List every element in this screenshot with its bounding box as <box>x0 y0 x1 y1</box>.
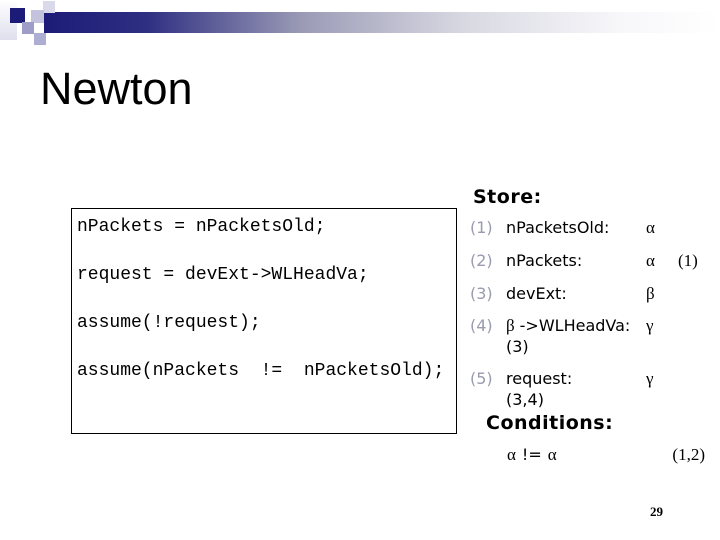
entry-value: α <box>646 218 655 237</box>
condition-row: α != α (1,2) <box>507 445 705 465</box>
store-entry: (4) β->WLHeadVa: γ (3) <box>470 316 720 356</box>
condition-lhs: α <box>507 445 516 464</box>
store-entry: (3) devExt: β <box>470 284 720 304</box>
decoration-square-navy <box>10 8 25 23</box>
decoration-square <box>43 1 55 13</box>
header-gradient-bar <box>44 12 720 33</box>
entry-number: (4) <box>470 316 493 335</box>
code-line: request = devExt->WLHeadVa; <box>77 265 369 285</box>
entry-name: nPacketsOld: <box>506 218 610 237</box>
conditions-heading: Conditions: <box>486 412 614 434</box>
entry-name: devExt: <box>506 284 567 303</box>
condition-expression: α != α <box>507 445 557 465</box>
entry-number: (3) <box>470 284 493 303</box>
entry-value: α <box>646 251 655 270</box>
entry-name: request: <box>506 369 573 388</box>
entry-sub-refs: (3) <box>506 337 529 356</box>
entry-sub-refs: (3,4) <box>506 390 544 409</box>
page-number: 29 <box>650 504 663 519</box>
entry-value: β <box>646 284 655 303</box>
store-heading: Store: <box>473 186 542 208</box>
entry-ref: (1) <box>678 251 698 270</box>
entry-name: β->WLHeadVa: <box>506 316 631 335</box>
decoration-square <box>22 22 34 34</box>
entry-number: (2) <box>470 251 493 270</box>
entry-value: γ <box>646 369 654 388</box>
entry-name: nPackets: <box>506 251 583 270</box>
entry-value: γ <box>646 316 654 335</box>
code-box: nPackets = nPacketsOld; request = devExt… <box>71 208 457 434</box>
decoration-square <box>31 10 44 23</box>
slide-title: Newton <box>40 63 193 114</box>
condition-rhs: α <box>547 445 557 464</box>
code-line: nPackets = nPacketsOld; <box>77 217 326 237</box>
store-entry: (5) request: γ (3,4) <box>470 369 720 409</box>
condition-operator: != <box>521 445 542 464</box>
entry-number: (5) <box>470 369 493 388</box>
store-entry: (2) nPackets: α (1) <box>470 251 720 271</box>
code-line: assume(!request); <box>77 313 261 333</box>
decoration-square <box>34 33 46 45</box>
code-line: assume(nPackets != nPacketsOld); <box>77 361 445 381</box>
entry-number: (1) <box>470 218 493 237</box>
condition-ref: (1,2) <box>672 445 705 464</box>
store-entry: (1) nPacketsOld: α <box>470 218 720 238</box>
